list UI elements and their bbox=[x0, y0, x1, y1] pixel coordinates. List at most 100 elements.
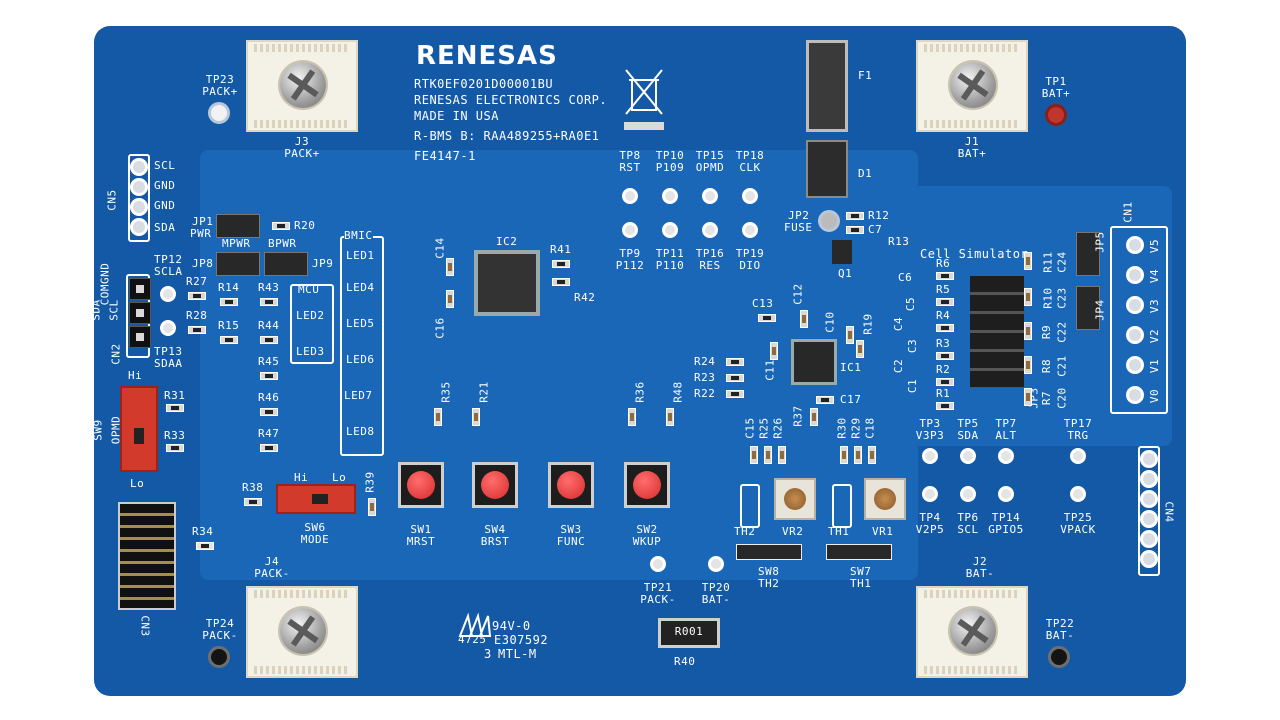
resistor-label: R48 bbox=[671, 381, 685, 403]
cn5-pin[interactable] bbox=[130, 218, 148, 236]
cn4-pin[interactable] bbox=[1140, 550, 1158, 568]
potentiometer-vr1[interactable] bbox=[864, 478, 906, 520]
cn1-pin[interactable] bbox=[1126, 386, 1144, 404]
test-point-tp6[interactable] bbox=[960, 486, 976, 502]
test-point-tp20[interactable] bbox=[708, 556, 724, 572]
connector-cn3[interactable] bbox=[118, 502, 176, 610]
cn1-pin[interactable] bbox=[1126, 296, 1144, 314]
cn2-pin[interactable] bbox=[129, 278, 151, 300]
test-point-tp7[interactable] bbox=[998, 448, 1014, 464]
cn4-pin[interactable] bbox=[1140, 470, 1158, 488]
tp-label: TP4 bbox=[919, 511, 941, 524]
cn4-pin[interactable] bbox=[1140, 530, 1158, 548]
cn1-pin[interactable] bbox=[1126, 266, 1144, 284]
ul-recognition-icon bbox=[458, 612, 492, 637]
cap-label: C3 bbox=[906, 338, 920, 354]
test-point-tp3[interactable] bbox=[922, 448, 938, 464]
switch-sw8[interactable] bbox=[736, 544, 802, 560]
button-sw1[interactable] bbox=[398, 462, 444, 508]
cn4-pin[interactable] bbox=[1140, 510, 1158, 528]
test-point-tp9[interactable] bbox=[622, 222, 638, 238]
resistor-r44 bbox=[260, 336, 278, 344]
cn2-pin[interactable] bbox=[129, 326, 151, 348]
switch-sw7[interactable] bbox=[826, 544, 892, 560]
test-point-tp21[interactable] bbox=[650, 556, 666, 572]
switch-label: SW7 bbox=[850, 565, 872, 578]
terminal-j3[interactable] bbox=[246, 40, 358, 132]
test-point-tp16[interactable] bbox=[702, 222, 718, 238]
resistor-label: R46 bbox=[258, 391, 280, 404]
cn5-pin[interactable] bbox=[130, 198, 148, 216]
test-point-tp13[interactable] bbox=[160, 320, 176, 336]
test-point-tp8[interactable] bbox=[622, 188, 638, 204]
resistor-label: R29 bbox=[849, 417, 863, 439]
cap-label: C16 bbox=[433, 317, 447, 339]
board-info: RTK0EF0201D00001BU RENESAS ELECTRONICS C… bbox=[414, 76, 607, 164]
jumper-jp8[interactable] bbox=[216, 252, 260, 276]
cn3-name: CN3 bbox=[138, 615, 152, 637]
resistor-label: R7 bbox=[1040, 390, 1054, 406]
test-point-tp17[interactable] bbox=[1070, 448, 1086, 464]
jumper-jp2[interactable] bbox=[818, 210, 840, 232]
terminal-j4[interactable] bbox=[246, 586, 358, 678]
test-point-tp25[interactable] bbox=[1070, 486, 1086, 502]
button-sw4[interactable] bbox=[472, 462, 518, 508]
potentiometer-vr2[interactable] bbox=[774, 478, 816, 520]
button-label: WKUP bbox=[632, 535, 662, 548]
button-sw3[interactable] bbox=[548, 462, 594, 508]
test-point-tp4[interactable] bbox=[922, 486, 938, 502]
button-label: SW2 bbox=[636, 523, 658, 536]
cell-simulator-dips[interactable] bbox=[970, 276, 1024, 388]
test-point-tp22[interactable] bbox=[1048, 646, 1070, 668]
test-point-tp14[interactable] bbox=[998, 486, 1014, 502]
resistor-r38 bbox=[244, 498, 262, 506]
resistor-r31 bbox=[166, 404, 184, 412]
tp-label: VPACK bbox=[1060, 523, 1096, 536]
test-point-tp19[interactable] bbox=[742, 222, 758, 238]
test-point-tp10[interactable] bbox=[662, 188, 678, 204]
cn4-pin[interactable] bbox=[1140, 490, 1158, 508]
cn4-pin[interactable] bbox=[1140, 450, 1158, 468]
test-point-tp18[interactable] bbox=[742, 188, 758, 204]
test-point-tp24[interactable] bbox=[208, 646, 230, 668]
ic-label: Q1 bbox=[838, 267, 853, 280]
jumper-jp4[interactable] bbox=[1076, 286, 1100, 330]
terminal-j1[interactable] bbox=[916, 40, 1028, 132]
switch-sw9[interactable] bbox=[120, 386, 158, 472]
test-point-tp11[interactable] bbox=[662, 222, 678, 238]
test-point-tp1[interactable] bbox=[1045, 104, 1067, 126]
test-point-tp12[interactable] bbox=[160, 286, 176, 302]
cn2-pin[interactable] bbox=[129, 302, 151, 324]
test-point-tp23[interactable] bbox=[208, 102, 230, 124]
tp-label: DIO bbox=[739, 259, 761, 272]
resistor-r7 bbox=[1024, 388, 1032, 406]
tp-label: SDAA bbox=[154, 357, 183, 370]
jumper-jp1[interactable] bbox=[216, 214, 260, 238]
resistor-r8 bbox=[1024, 356, 1032, 374]
pot-label: TH1 bbox=[828, 525, 850, 538]
cn4-name: CN4 bbox=[1162, 501, 1176, 523]
terminal-j2[interactable] bbox=[916, 586, 1028, 678]
cap-label: C20 bbox=[1055, 387, 1069, 409]
resistor-r36 bbox=[628, 408, 636, 426]
capacitor-c7 bbox=[846, 226, 864, 234]
test-point-tp15[interactable] bbox=[702, 188, 718, 204]
resistor-label: R44 bbox=[258, 319, 280, 332]
button-sw2[interactable] bbox=[624, 462, 670, 508]
switch-sw6[interactable] bbox=[276, 484, 356, 514]
jumper-jp5[interactable] bbox=[1076, 232, 1100, 276]
resistor-label: R22 bbox=[694, 387, 716, 400]
jumper-label: BPWR bbox=[268, 237, 297, 250]
cn1-pin[interactable] bbox=[1126, 326, 1144, 344]
test-point-tp5[interactable] bbox=[960, 448, 976, 464]
tp-label: TP10 bbox=[655, 149, 685, 162]
resistor-r33 bbox=[166, 444, 184, 452]
bmic-led-label: LED5 bbox=[346, 317, 375, 330]
cn1-pin[interactable] bbox=[1126, 356, 1144, 374]
cn5-pin[interactable] bbox=[130, 158, 148, 176]
jumper-jp9[interactable] bbox=[264, 252, 308, 276]
board-line: FE4147-1 bbox=[414, 149, 476, 163]
cn1-pin[interactable] bbox=[1126, 236, 1144, 254]
capacitor-c15 bbox=[750, 446, 758, 464]
cn5-pin[interactable] bbox=[130, 178, 148, 196]
